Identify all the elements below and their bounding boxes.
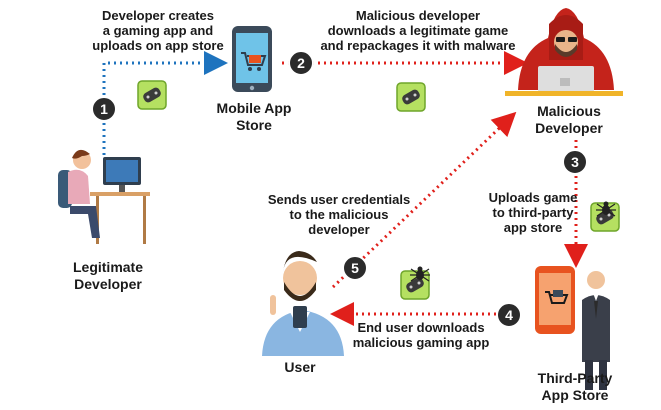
user-label: User — [284, 359, 316, 375]
user-man-icon — [262, 251, 344, 356]
step4-caption: End user downloads malicious gaming app — [352, 320, 490, 350]
step3-caption: Uploads game to third-party app store — [488, 190, 578, 235]
businessman-phone-icon — [535, 266, 610, 390]
step-badge-1: 1 — [91, 96, 117, 122]
arrow-step1 — [102, 51, 228, 155]
malicious-developer-label: Malicious Developer — [535, 103, 603, 136]
mobile-app-store-label: Mobile App Store — [216, 100, 292, 133]
step-badge-5: 5 — [342, 255, 368, 281]
third-party-app-store-label: Third-Party App Store — [537, 370, 613, 403]
step5-caption: Sends user credentials to the malicious … — [267, 192, 411, 237]
game-controller-icon — [396, 82, 426, 112]
step1-caption: Developer creates a gaming app and uploa… — [92, 8, 224, 53]
badge-3-text: 3 — [571, 154, 579, 170]
badge-4-text: 4 — [505, 307, 513, 323]
badge-1-text: 1 — [100, 101, 108, 117]
badge-2-text: 2 — [297, 55, 305, 71]
developer-at-desk-icon — [58, 149, 150, 244]
badge-5-text: 5 — [351, 260, 359, 276]
step2-caption: Malicious developer downloads a legitima… — [320, 8, 516, 53]
mobile-phone-store-icon — [232, 26, 272, 92]
game-controller-icon — [137, 80, 167, 110]
legitimate-developer-label: Legitimate Developer — [72, 259, 143, 292]
step-badge-2: 2 — [288, 50, 314, 76]
step-badge-3: 3 — [562, 149, 588, 175]
step-badge-4: 4 — [496, 302, 522, 328]
hacker-hoodie-icon — [505, 8, 623, 96]
